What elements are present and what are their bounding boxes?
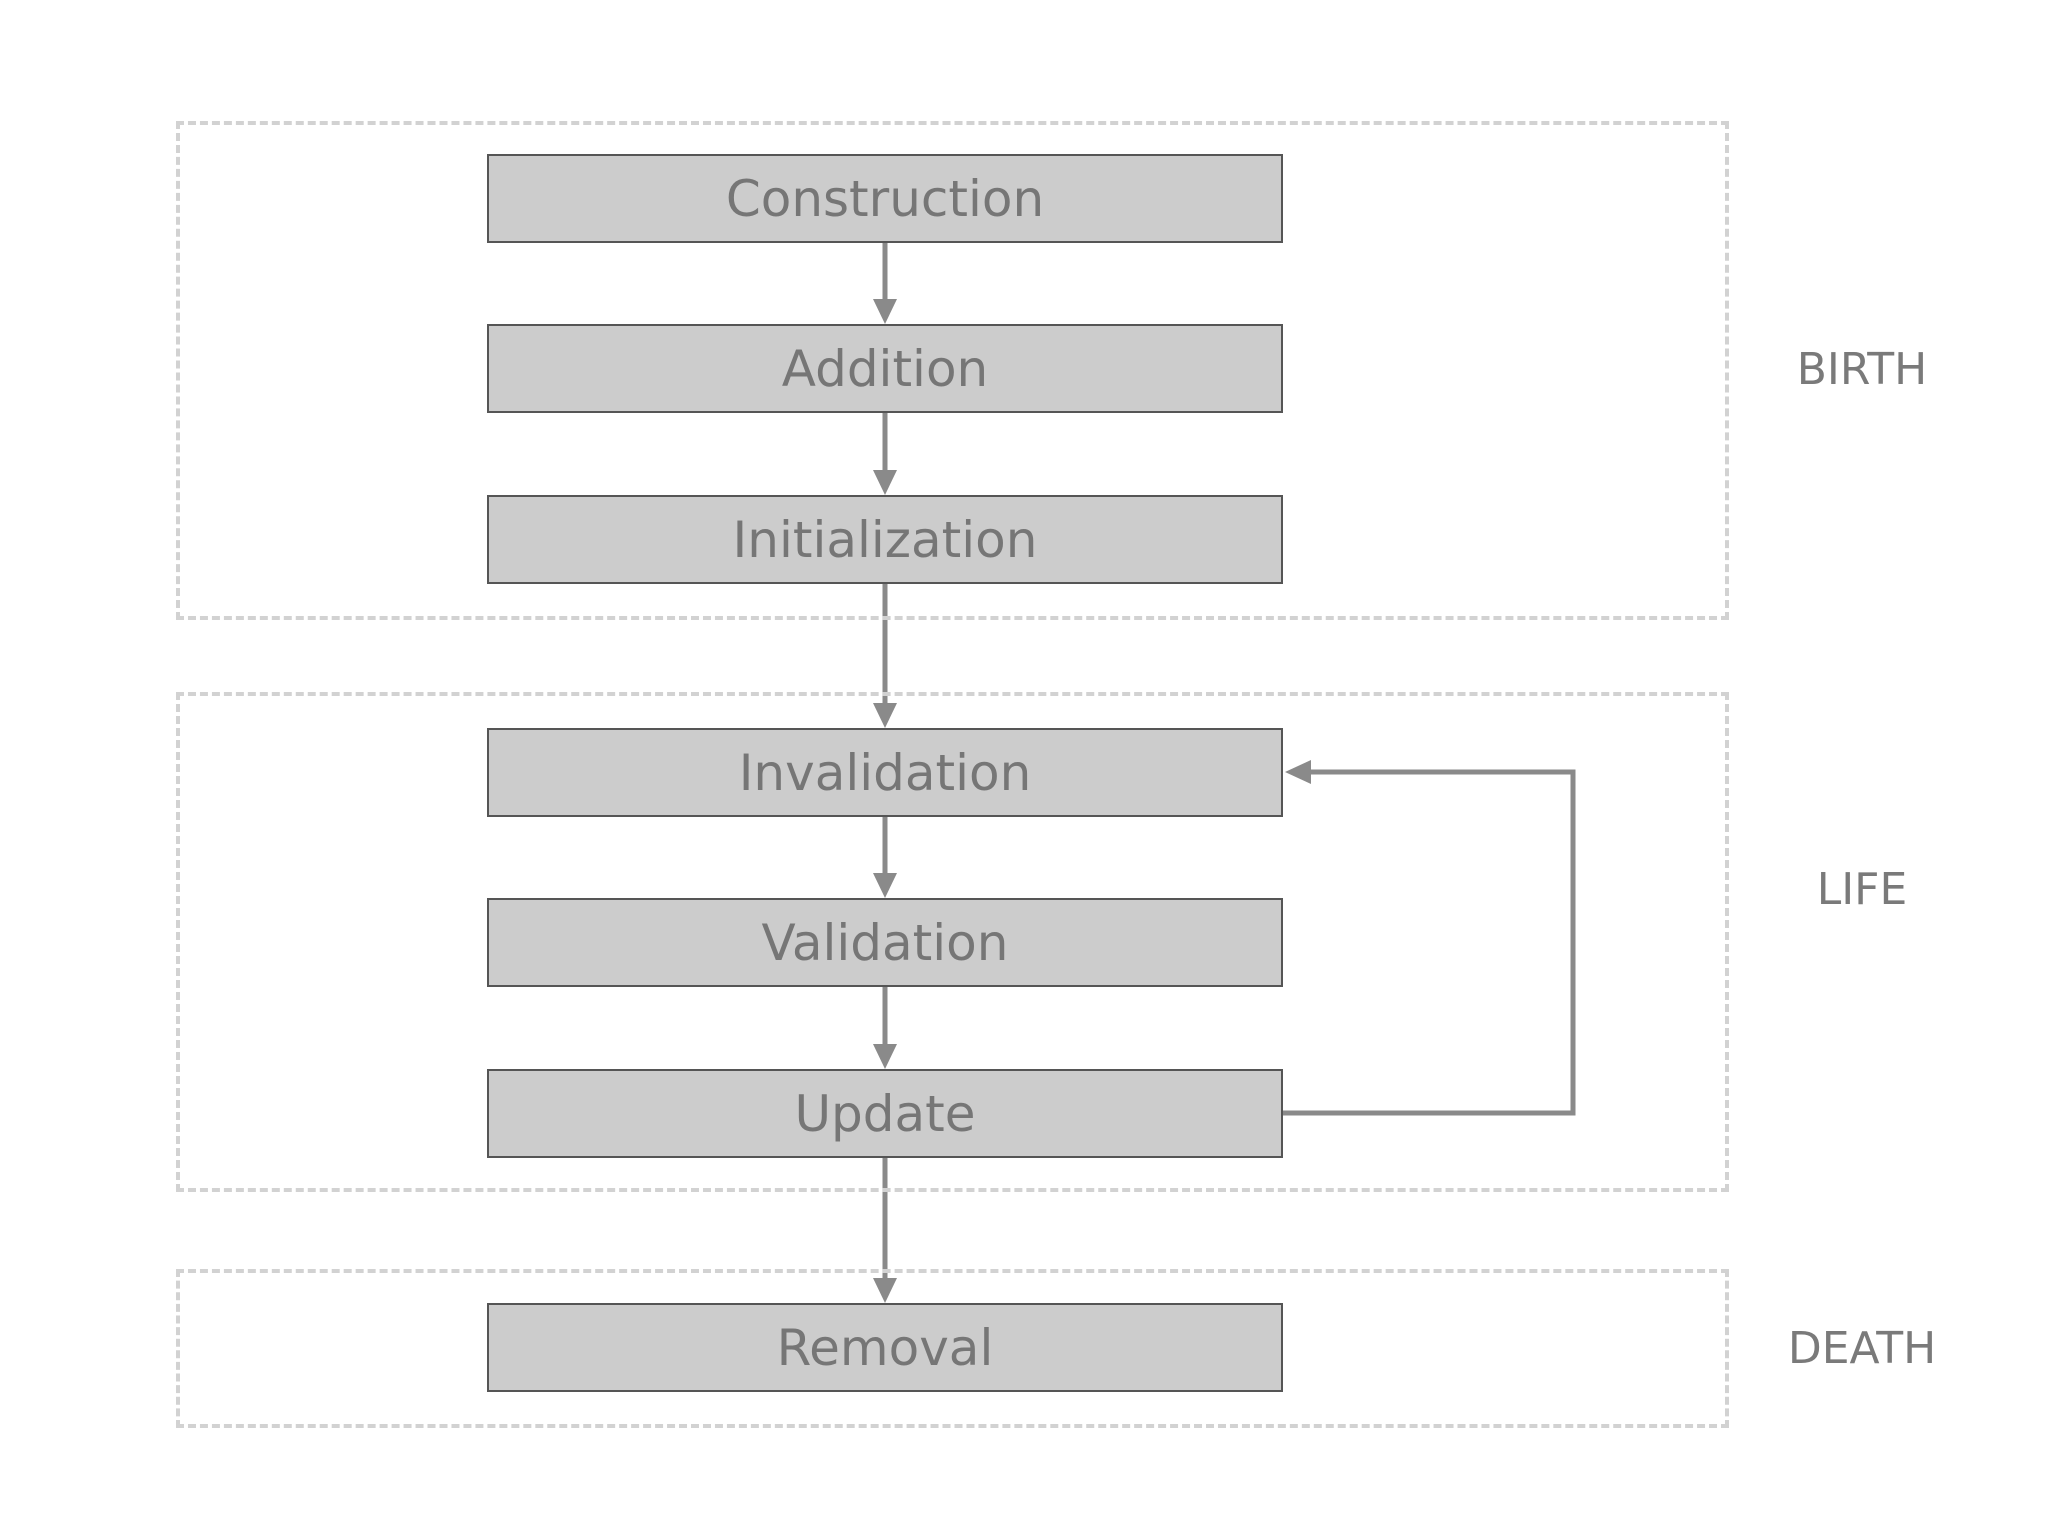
- stage-addition: Addition: [487, 324, 1283, 413]
- stage-label-addition: Addition: [781, 339, 989, 398]
- stage-label-update: Update: [794, 1084, 976, 1143]
- phase-group-death: [176, 1269, 1729, 1428]
- arrowhead-loop-invalidation: [1285, 760, 1311, 784]
- arrowhead-invalidation: [873, 703, 897, 728]
- phase-label-death: DEATH: [1787, 1323, 1937, 1374]
- arrowhead-validation: [873, 873, 897, 898]
- stage-label-invalidation: Invalidation: [738, 743, 1032, 802]
- arrowhead-removal: [873, 1278, 897, 1303]
- stage-invalidation: Invalidation: [487, 728, 1283, 817]
- stage-construction: Construction: [487, 154, 1283, 243]
- phase-group-life: [176, 692, 1729, 1192]
- stage-removal: Removal: [487, 1303, 1283, 1392]
- arrowhead-initialization: [873, 470, 897, 495]
- stage-validation: Validation: [487, 898, 1283, 987]
- stage-label-validation: Validation: [761, 913, 1009, 972]
- edge-update-invalidation-loop: [1282, 769, 1576, 1116]
- phase-label-birth: BIRTH: [1796, 344, 1928, 395]
- arrowhead-update: [873, 1044, 897, 1069]
- stage-update: Update: [487, 1069, 1283, 1158]
- stage-initialization: Initialization: [487, 495, 1283, 584]
- phase-group-birth: [176, 121, 1729, 620]
- arrowhead-addition: [873, 299, 897, 324]
- stage-label-initialization: Initialization: [732, 510, 1038, 569]
- phase-label-life: LIFE: [1816, 864, 1908, 915]
- stage-label-construction: Construction: [725, 169, 1045, 228]
- stage-label-removal: Removal: [776, 1318, 994, 1377]
